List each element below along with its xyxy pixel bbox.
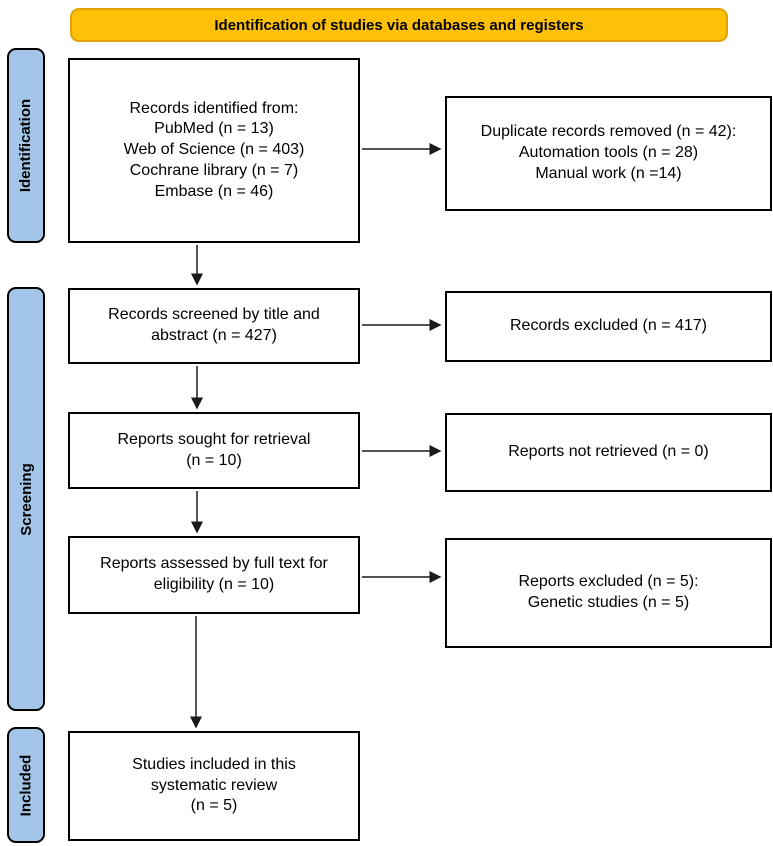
box-duplicates-removed-text: Duplicate records removed (n = 42): Auto… — [480, 123, 737, 182]
box-reports-excluded-text: Reports excluded (n = 5): Genetic studie… — [518, 573, 699, 611]
box-reports-sought-text: Reports sought for retrieval (n = 10) — [117, 430, 311, 469]
box-studies-included-text: Studies included in this systematic revi… — [132, 755, 296, 815]
stage-identification: Identification — [7, 48, 45, 243]
box-records-identified: Records identified from: PubMed (n = 13)… — [68, 58, 360, 243]
box-studies-included: Studies included in this systematic revi… — [68, 731, 360, 841]
box-records-screened: Records screened by title and abstract (… — [68, 288, 360, 364]
box-reports-not-retrieved-text: Reports not retrieved (n = 0) — [508, 443, 709, 461]
box-reports-assessed-text: Reports assessed by full text for eligib… — [100, 555, 328, 593]
box-duplicates-removed: Duplicate records removed (n = 42): Auto… — [445, 96, 772, 211]
box-reports-assessed: Reports assessed by full text for eligib… — [68, 536, 360, 614]
stage-screening-label: Screening — [17, 462, 35, 536]
stage-screening: Screening — [7, 287, 45, 711]
stage-identification-label: Identification — [17, 98, 35, 193]
stage-included: Included — [7, 727, 45, 843]
box-records-screened-text: Records screened by title and abstract (… — [108, 306, 320, 344]
banner-title: Identification of studies via databases … — [214, 16, 584, 34]
stage-included-label: Included — [17, 754, 35, 816]
box-records-excluded: Records excluded (n = 417) — [445, 291, 772, 362]
box-records-identified-text: Records identified from: PubMed (n = 13)… — [123, 99, 305, 200]
box-reports-sought: Reports sought for retrieval (n = 10) — [68, 412, 360, 489]
banner: Identification of studies via databases … — [70, 8, 728, 42]
box-records-excluded-text: Records excluded (n = 417) — [510, 317, 707, 335]
box-reports-excluded: Reports excluded (n = 5): Genetic studie… — [445, 538, 772, 648]
box-reports-not-retrieved: Reports not retrieved (n = 0) — [445, 413, 772, 492]
